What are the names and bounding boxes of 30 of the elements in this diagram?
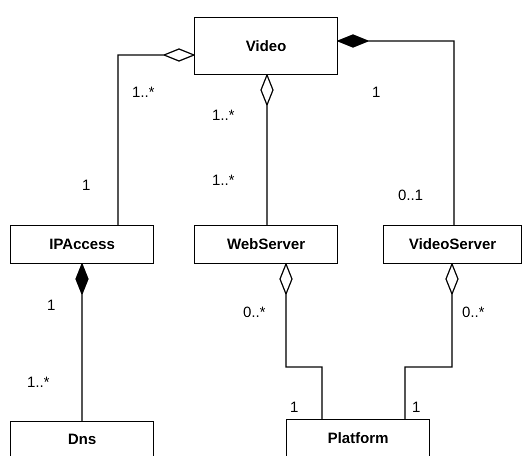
multiplicity-label: 1..* (212, 173, 235, 189)
class-name: Dns (68, 430, 96, 448)
multiplicity-label: 1 (47, 298, 56, 314)
class-box (286, 419, 430, 456)
multiplicity-label: 0..* (243, 305, 266, 321)
class-name: Platform (328, 430, 388, 446)
multiplicity-label: 0..1 (398, 188, 424, 204)
association-line (75, 263, 89, 421)
multiplicity-label: 0..* (462, 305, 485, 321)
association-line (117, 48, 195, 225)
class-box (10, 421, 154, 456)
class-name: Video (246, 38, 286, 54)
multiplicity-label: 1..* (212, 108, 235, 124)
class-name: WebServer (226, 236, 306, 253)
class-box (194, 17, 338, 75)
multiplicity-label: 1 (372, 85, 380, 101)
multiplicity-label: 1..* (132, 85, 155, 101)
class-box (10, 225, 154, 264)
class-box (383, 225, 522, 264)
multiplicity-label: 1 (82, 178, 90, 194)
association-line (337, 34, 455, 225)
association-line (260, 74, 274, 225)
association-line (404, 263, 459, 419)
multiplicity-label: 1 (412, 400, 420, 416)
multiplicity-label: 1 (290, 400, 298, 416)
class-name: IPAccess (49, 236, 115, 253)
multiplicity-label: 1..* (27, 375, 50, 391)
class-name: VideoServer (408, 236, 496, 253)
class-box (194, 225, 338, 264)
association-line (279, 263, 323, 419)
